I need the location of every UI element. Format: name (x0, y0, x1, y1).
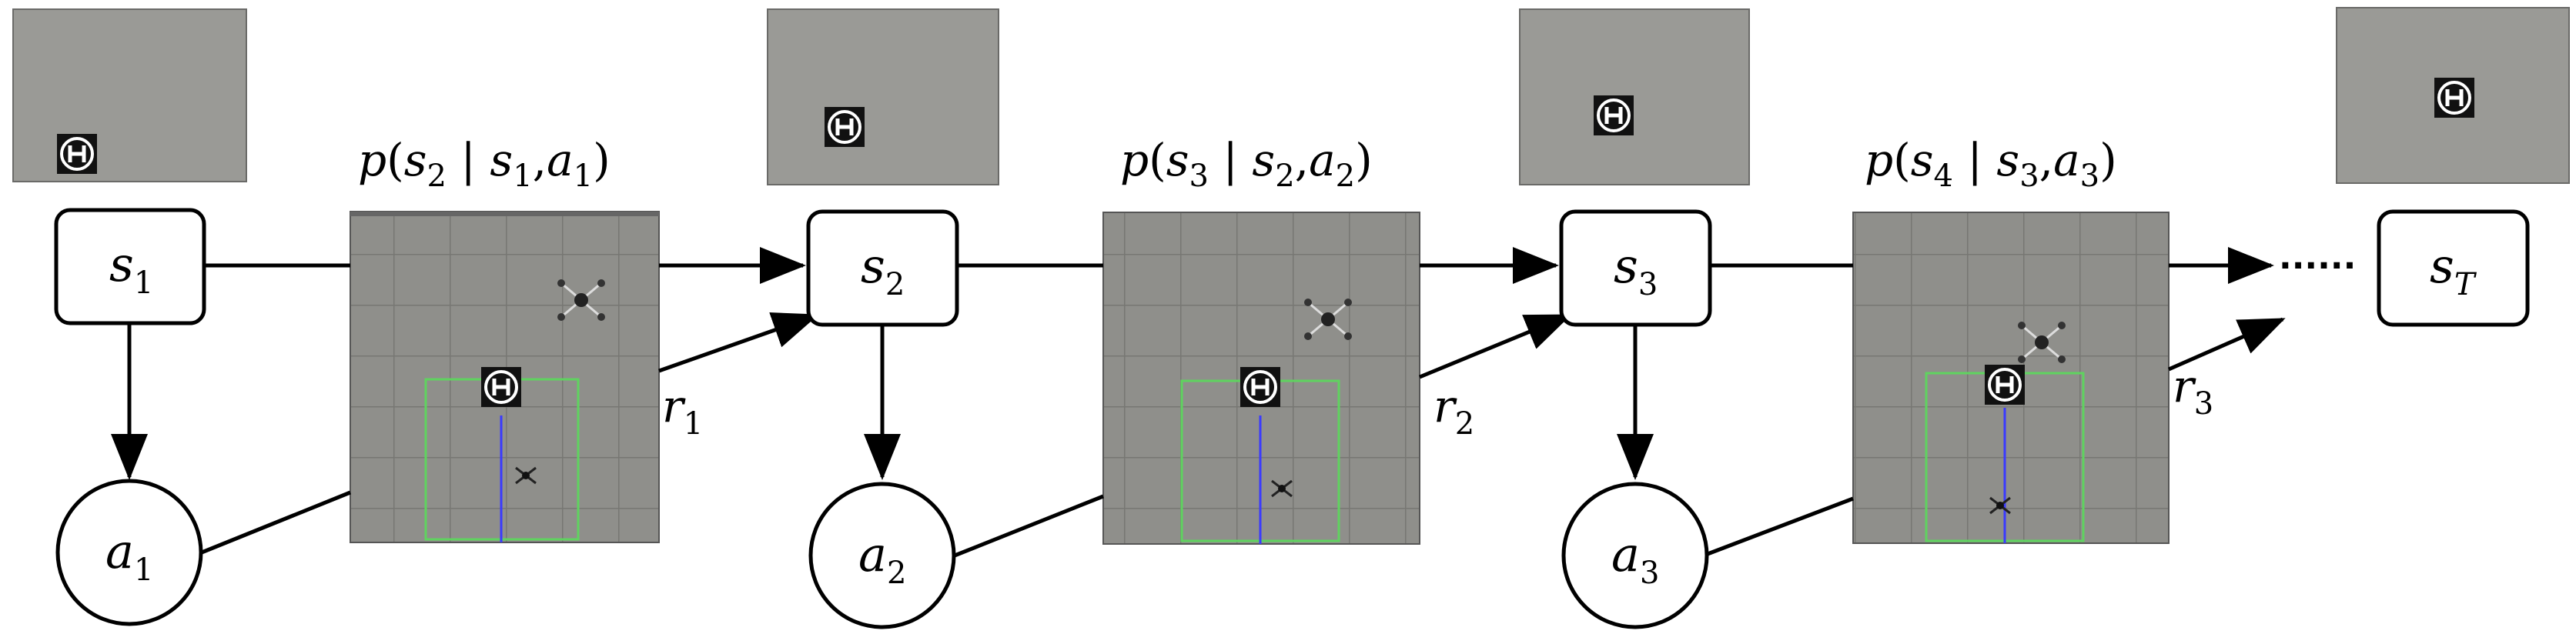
svg-text:s3: s3 (1614, 238, 1658, 302)
state-node-3: s3 (1559, 209, 1712, 327)
action-node-2: a2 (808, 482, 956, 629)
landing-pad-icon (2434, 78, 2474, 118)
landing-pad-icon (1594, 95, 1634, 135)
transition-label-1: p(s2 | s1,a1) (358, 134, 611, 194)
ellipsis: ······ (2279, 246, 2356, 285)
landing-pad-icon (1240, 367, 1280, 407)
reward-label-3: r3 (2173, 360, 2213, 422)
landing-pad-icon (57, 134, 97, 174)
svg-text:a2: a2 (858, 526, 906, 591)
transition-snapshot-2 (1102, 212, 1420, 545)
landing-pad-icon (825, 107, 865, 147)
svg-text:a3: a3 (1611, 526, 1659, 591)
reward-label-2: r2 (1434, 380, 1474, 442)
state-thumbnail-1 (12, 8, 247, 182)
svg-text:a1: a1 (105, 523, 153, 588)
svg-text:s1: s1 (109, 236, 153, 301)
landing-pad-icon (1985, 365, 2025, 405)
reward-label-1: r1 (662, 380, 703, 442)
action-node-3: a3 (1561, 482, 1709, 629)
transition-label-3: p(s4 | s3,a3) (1865, 134, 2117, 194)
edges (111, 247, 2286, 558)
svg-text:s2: s2 (861, 238, 905, 302)
state-thumbnail-T (2336, 7, 2570, 184)
state-thumbnail-2 (767, 8, 999, 185)
state-node-1: s1 (54, 208, 206, 325)
state-thumbnail-3 (1519, 8, 1750, 185)
transition-snapshot-1 (350, 211, 660, 543)
svg-text:sT: sT (2430, 238, 2477, 302)
landing-pad-icon (481, 367, 521, 407)
state-node-T: sT (2377, 209, 2530, 327)
transition-label-2: p(s3 | s2,a2) (1120, 134, 1373, 194)
action-node-1: a1 (55, 479, 203, 626)
state-node-2: s2 (806, 209, 959, 327)
transition-snapshot-3 (1852, 212, 2170, 544)
